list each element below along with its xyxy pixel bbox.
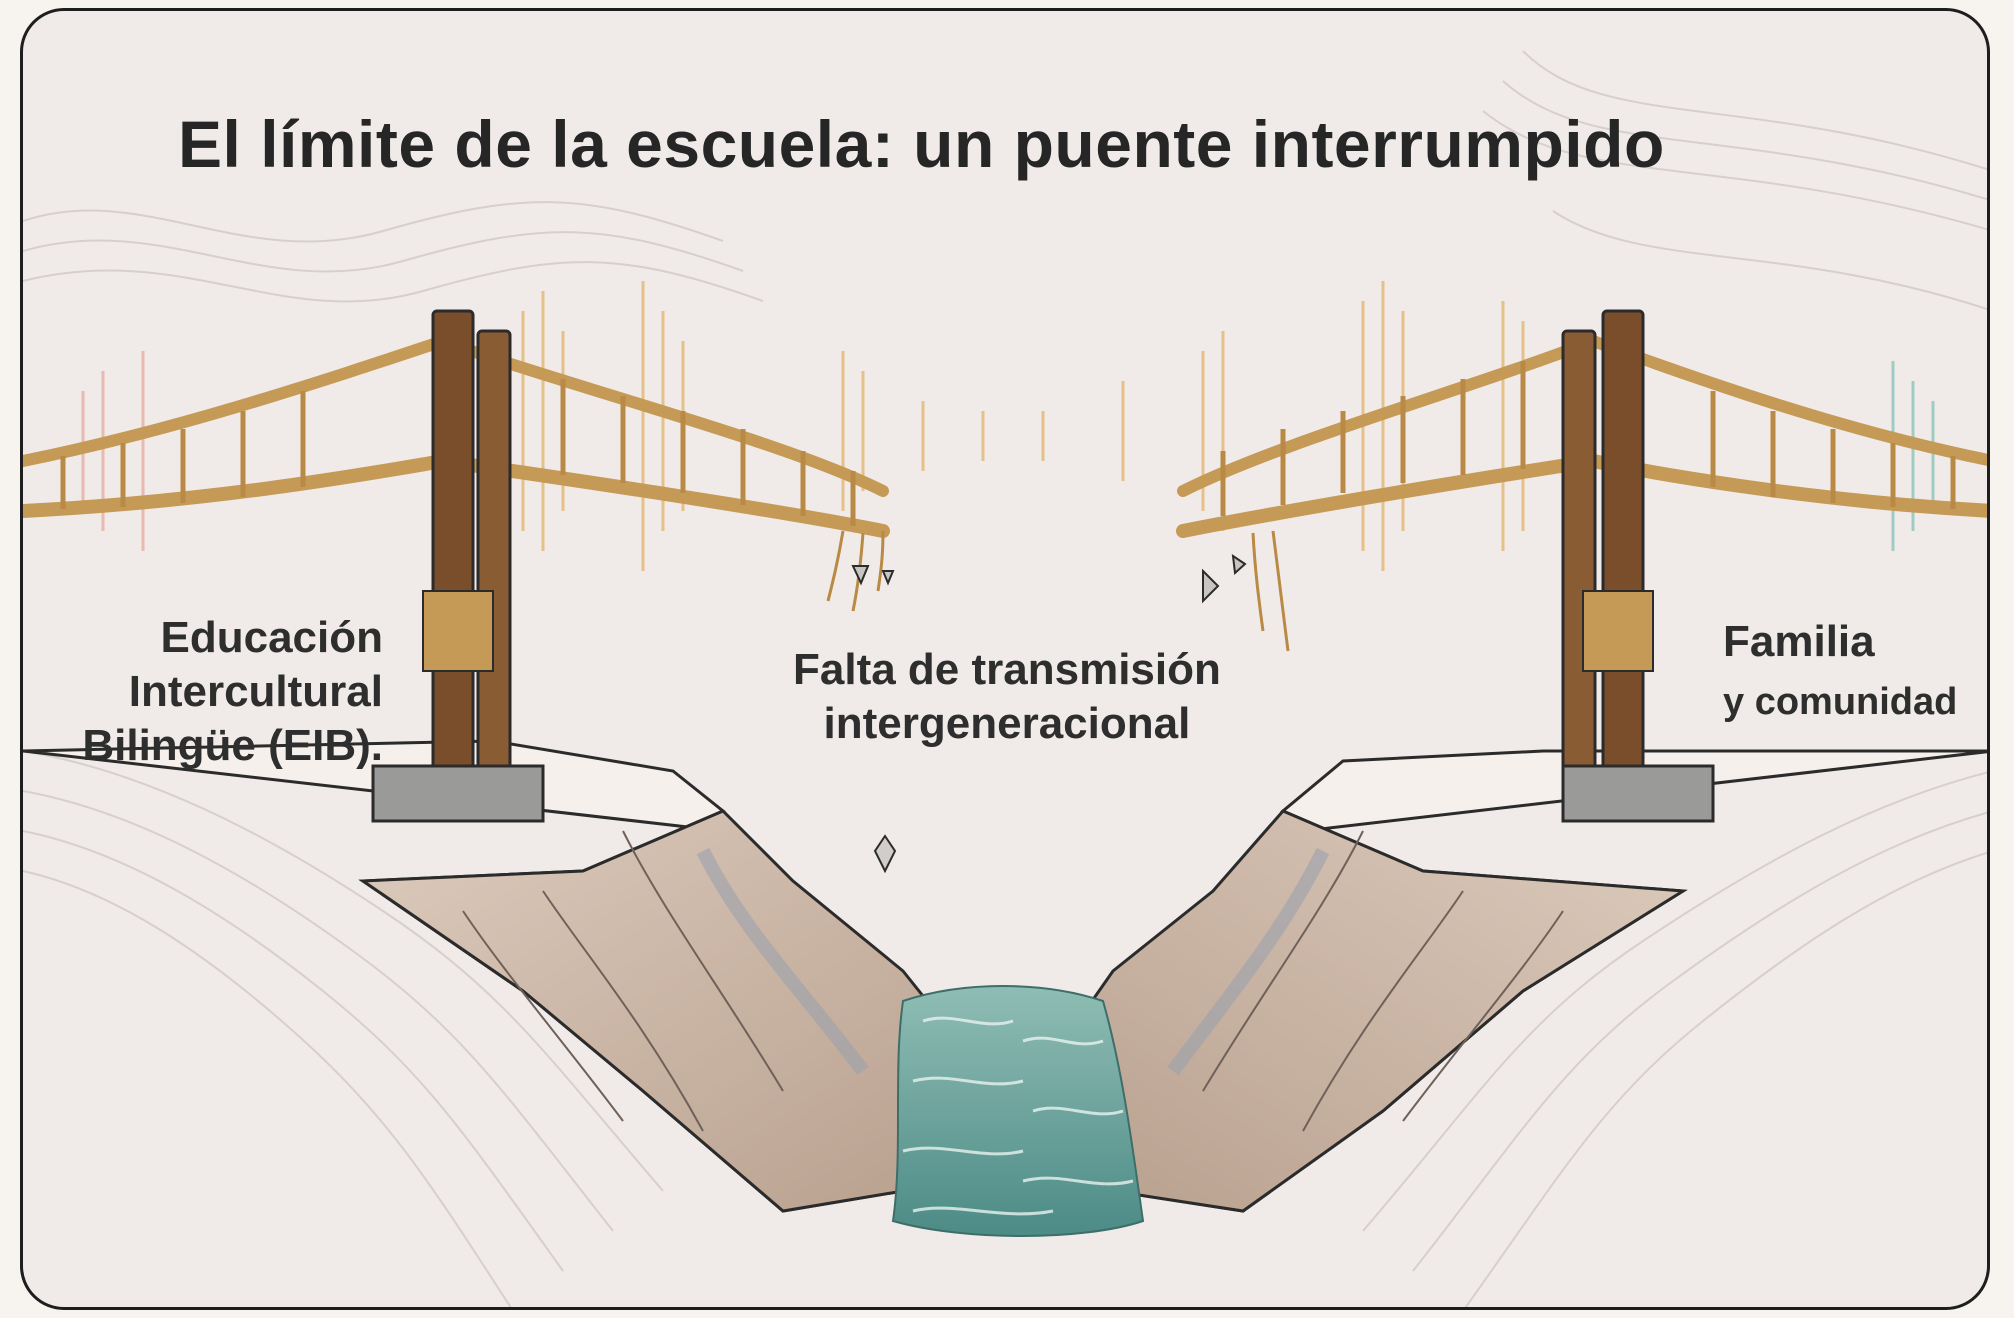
- page-title: El límite de la escuela: un puente inter…: [178, 107, 1665, 181]
- label-eib: Educación Intercultural Bilingüe (EIB).: [53, 611, 383, 773]
- left-bridge: [23, 309, 897, 874]
- label-gap-line-2: intergeneracional: [823, 699, 1191, 748]
- right-cliff: [1041, 749, 1987, 1213]
- illustration-scene: [23, 50, 1987, 1307]
- label-eib-line-3: Bilingüe (EIB).: [82, 721, 383, 770]
- label-eib-line-1: Educación: [160, 613, 384, 662]
- label-family-line-1: Familia: [1723, 617, 1875, 666]
- river: [891, 985, 1145, 1237]
- left-cliff: [23, 739, 985, 1213]
- label-gap: Falta de transmisión intergeneracional: [793, 643, 1221, 751]
- label-eib-line-2: Intercultural: [128, 667, 383, 716]
- right-bridge: [1176, 309, 1987, 823]
- label-family-line-2: y comunidad: [1723, 681, 1958, 723]
- label-gap-line-1: Falta de transmisión: [793, 645, 1221, 694]
- illustration-card: El límite de la escuela: un puente inter…: [20, 8, 1990, 1310]
- topographic-lines: [23, 50, 1987, 1307]
- label-family: Familia y comunidad: [1723, 615, 1957, 729]
- sound-wave-bars: [521, 281, 1525, 571]
